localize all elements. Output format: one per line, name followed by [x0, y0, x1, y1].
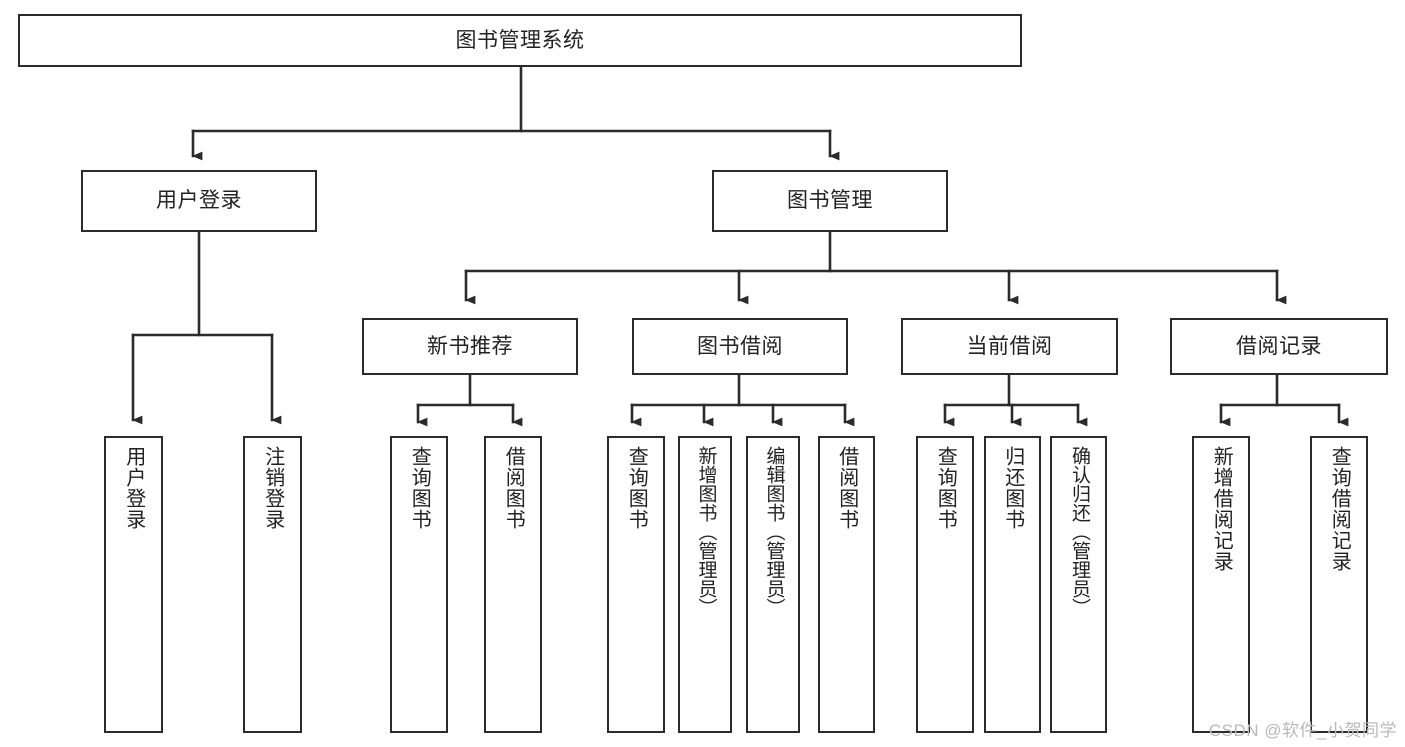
node-label: 新增借阅记录 [1210, 446, 1233, 572]
node-label: 新书推荐 [427, 334, 513, 358]
node-current-borrowing[interactable]: 当前借阅 [901, 318, 1118, 375]
leaf-current-query-books[interactable]: 查询图书 [916, 436, 974, 733]
node-book-management[interactable]: 图书管理 [712, 170, 948, 232]
leaf-borrow-add-book-admin[interactable]: 新增图书（管理员） [678, 436, 732, 733]
leaf-user-login-login[interactable]: 用户登录 [104, 436, 163, 733]
node-label: 当前借阅 [966, 334, 1053, 358]
node-new-book-recommendation[interactable]: 新书推荐 [362, 318, 578, 375]
node-label: 图书借阅 [697, 334, 783, 358]
leaf-borrow-edit-book-admin[interactable]: 编辑图书（管理员） [746, 436, 800, 733]
leaf-new-book-query-books[interactable]: 查询图书 [390, 436, 448, 733]
node-label: 查询图书 [625, 446, 648, 530]
node-label: 新增图书（管理员） [695, 446, 717, 617]
node-label: 编辑图书（管理员） [763, 446, 785, 617]
node-label: 查询借阅记录 [1328, 446, 1351, 572]
leaf-new-book-borrow-books[interactable]: 借阅图书 [484, 436, 542, 733]
node-label: 归还图书 [1001, 446, 1024, 530]
node-label: 用户登录 [156, 189, 242, 213]
node-label: 确认归还（管理员） [1068, 446, 1090, 617]
node-label: 图书管理 [787, 189, 873, 213]
node-label: 查询图书 [934, 446, 957, 530]
node-root-book-management-system[interactable]: 图书管理系统 [18, 14, 1022, 67]
leaf-current-confirm-return-admin[interactable]: 确认归还（管理员） [1050, 436, 1107, 733]
leaf-record-query-borrow-record[interactable]: 查询借阅记录 [1310, 436, 1368, 733]
node-label: 查询图书 [408, 446, 431, 530]
leaf-current-return-books[interactable]: 归还图书 [984, 436, 1041, 733]
node-label: 借阅记录 [1236, 334, 1322, 358]
leaf-borrow-borrow-books[interactable]: 借阅图书 [818, 436, 875, 733]
node-label: 注销登录 [261, 446, 284, 530]
node-label: 用户登录 [122, 446, 145, 530]
node-label: 借阅图书 [835, 446, 858, 530]
node-user-login[interactable]: 用户登录 [81, 170, 317, 232]
leaf-user-login-logout[interactable]: 注销登录 [243, 436, 302, 733]
node-label: 借阅图书 [502, 446, 525, 530]
leaf-record-add-borrow-record[interactable]: 新增借阅记录 [1192, 436, 1250, 733]
node-borrowing-record[interactable]: 借阅记录 [1170, 318, 1388, 375]
leaf-borrow-query-books[interactable]: 查询图书 [607, 436, 665, 733]
node-label: 图书管理系统 [455, 28, 585, 52]
node-book-borrowing[interactable]: 图书借阅 [632, 318, 848, 375]
